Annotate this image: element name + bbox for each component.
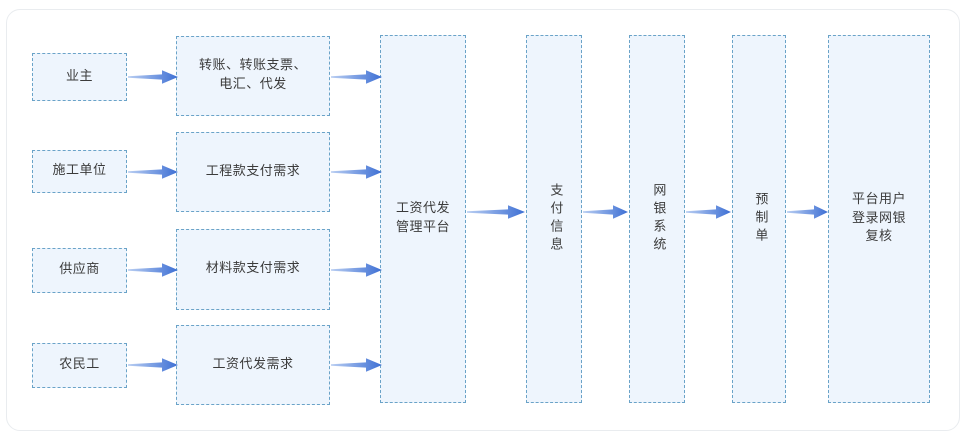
node-actor-worker[interactable]: 农民工 <box>32 343 127 388</box>
node-label: 转账、转账支票、 电汇、代发 <box>198 58 307 92</box>
node-actor-contractor[interactable]: 施工单位 <box>32 150 127 193</box>
node-demand-transfer-methods[interactable]: 转账、转账支票、 电汇、代发 <box>176 36 330 116</box>
node-demand-project-payment[interactable]: 工程款支付需求 <box>176 132 330 212</box>
node-pipeline-platform[interactable]: 工资代发 管理平台 <box>380 35 466 403</box>
node-demand-salary-payment[interactable]: 工资代发需求 <box>176 325 330 405</box>
node-label: 业主 <box>65 68 93 84</box>
node-actor-owner[interactable]: 业主 <box>32 53 127 101</box>
node-actor-supplier[interactable]: 供应商 <box>32 248 127 293</box>
node-label: 工资代发 管理平台 <box>395 201 450 235</box>
node-label: 预制单 <box>752 192 768 246</box>
node-label: 材料款支付需求 <box>205 261 301 277</box>
diagram-frame <box>6 9 960 431</box>
node-label: 施工单位 <box>52 163 107 179</box>
node-label: 支付信息 <box>547 183 563 255</box>
node-demand-material-payment[interactable]: 材料款支付需求 <box>176 229 330 310</box>
node-label: 工程款支付需求 <box>205 163 301 179</box>
node-label: 农民工 <box>59 357 100 373</box>
node-pipeline-ebank-system[interactable]: 网银系统 <box>629 35 685 403</box>
node-pipeline-prefab-order[interactable]: 预制单 <box>732 35 786 403</box>
node-label: 平台用户 登录网银 复核 <box>851 191 906 245</box>
node-label: 供应商 <box>59 262 100 278</box>
node-label: 网银系统 <box>650 183 666 255</box>
node-pipeline-ebank-review[interactable]: 平台用户 登录网银 复核 <box>828 35 930 403</box>
node-label: 工资代发需求 <box>212 356 294 372</box>
node-pipeline-payment-info[interactable]: 支付信息 <box>526 35 582 403</box>
